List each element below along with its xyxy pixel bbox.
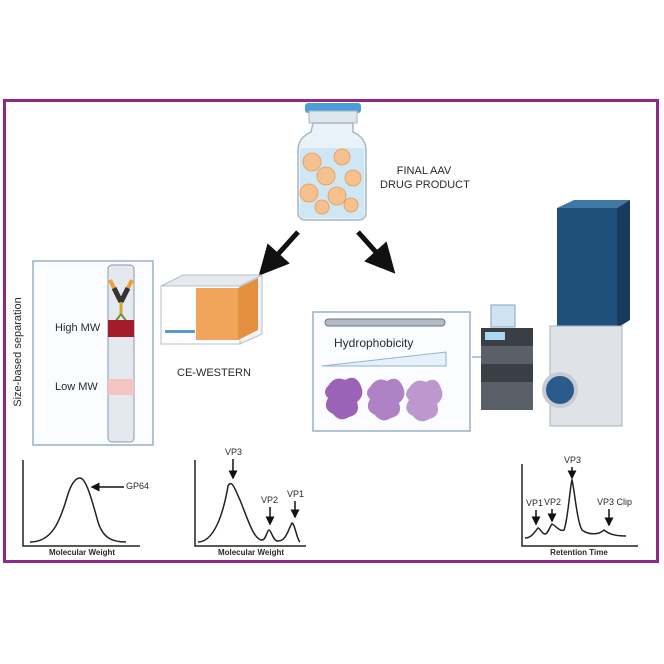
plot2-annotation-vp3: VP3 (225, 447, 243, 457)
plot-2 (194, 459, 306, 547)
protein-icons (325, 377, 443, 422)
ce-western-label: CE-WESTERN (177, 367, 251, 379)
size-separation-axis-label: Size-based separation (12, 297, 24, 407)
antibody-icon (108, 279, 134, 323)
hic-column-icon (324, 318, 446, 327)
product-title: FINAL AAV DRUG PRODUCT (380, 164, 470, 192)
plot-3 (521, 464, 638, 547)
plot2-annotation-vp2: VP2 (261, 495, 279, 505)
arrow-to-ce-western (258, 230, 300, 276)
plot3-annotation-vp1: VP1 (526, 498, 544, 508)
plot3-annotation-vp3: VP3 (564, 455, 582, 465)
product-title-line1: FINAL AAV (396, 165, 452, 177)
band-high-mw (108, 320, 134, 337)
plot2-annotation-vp1: VP1 (287, 489, 305, 499)
product-title-line2: DRUG PRODUCT (380, 179, 470, 191)
plot3-xlabel: Retention Time (550, 548, 608, 557)
hplc-instrument-icon (481, 304, 533, 410)
aav-vial-icon (297, 103, 367, 221)
plot1-annotation-gp64: GP64 (126, 481, 150, 491)
ce-western-instrument-icon (160, 274, 263, 345)
plot2-xlabel: Molecular Weight (217, 548, 285, 557)
plot1-xlabel: Molecular Weight (48, 548, 116, 557)
plot-1 (22, 460, 140, 547)
figure-frame (3, 99, 659, 563)
plot3-annotation-vp2: VP2 (544, 497, 562, 507)
mass-spectrometer-icon (542, 200, 630, 427)
capillary-panel (32, 260, 154, 446)
capillary-tube (107, 264, 135, 443)
arrow-to-hic (356, 230, 396, 274)
plot3-annotation-vp3-clip: VP3 Clip (597, 497, 633, 507)
hydrophobicity-gradient (321, 351, 447, 367)
band-low-mw (108, 379, 134, 395)
band-high-mw-label: High MW (55, 322, 101, 334)
gp64-peak (29, 477, 127, 543)
hydrophobicity-label: Hydrophobicity (334, 336, 414, 350)
band-low-mw-label: Low MW (55, 381, 98, 393)
